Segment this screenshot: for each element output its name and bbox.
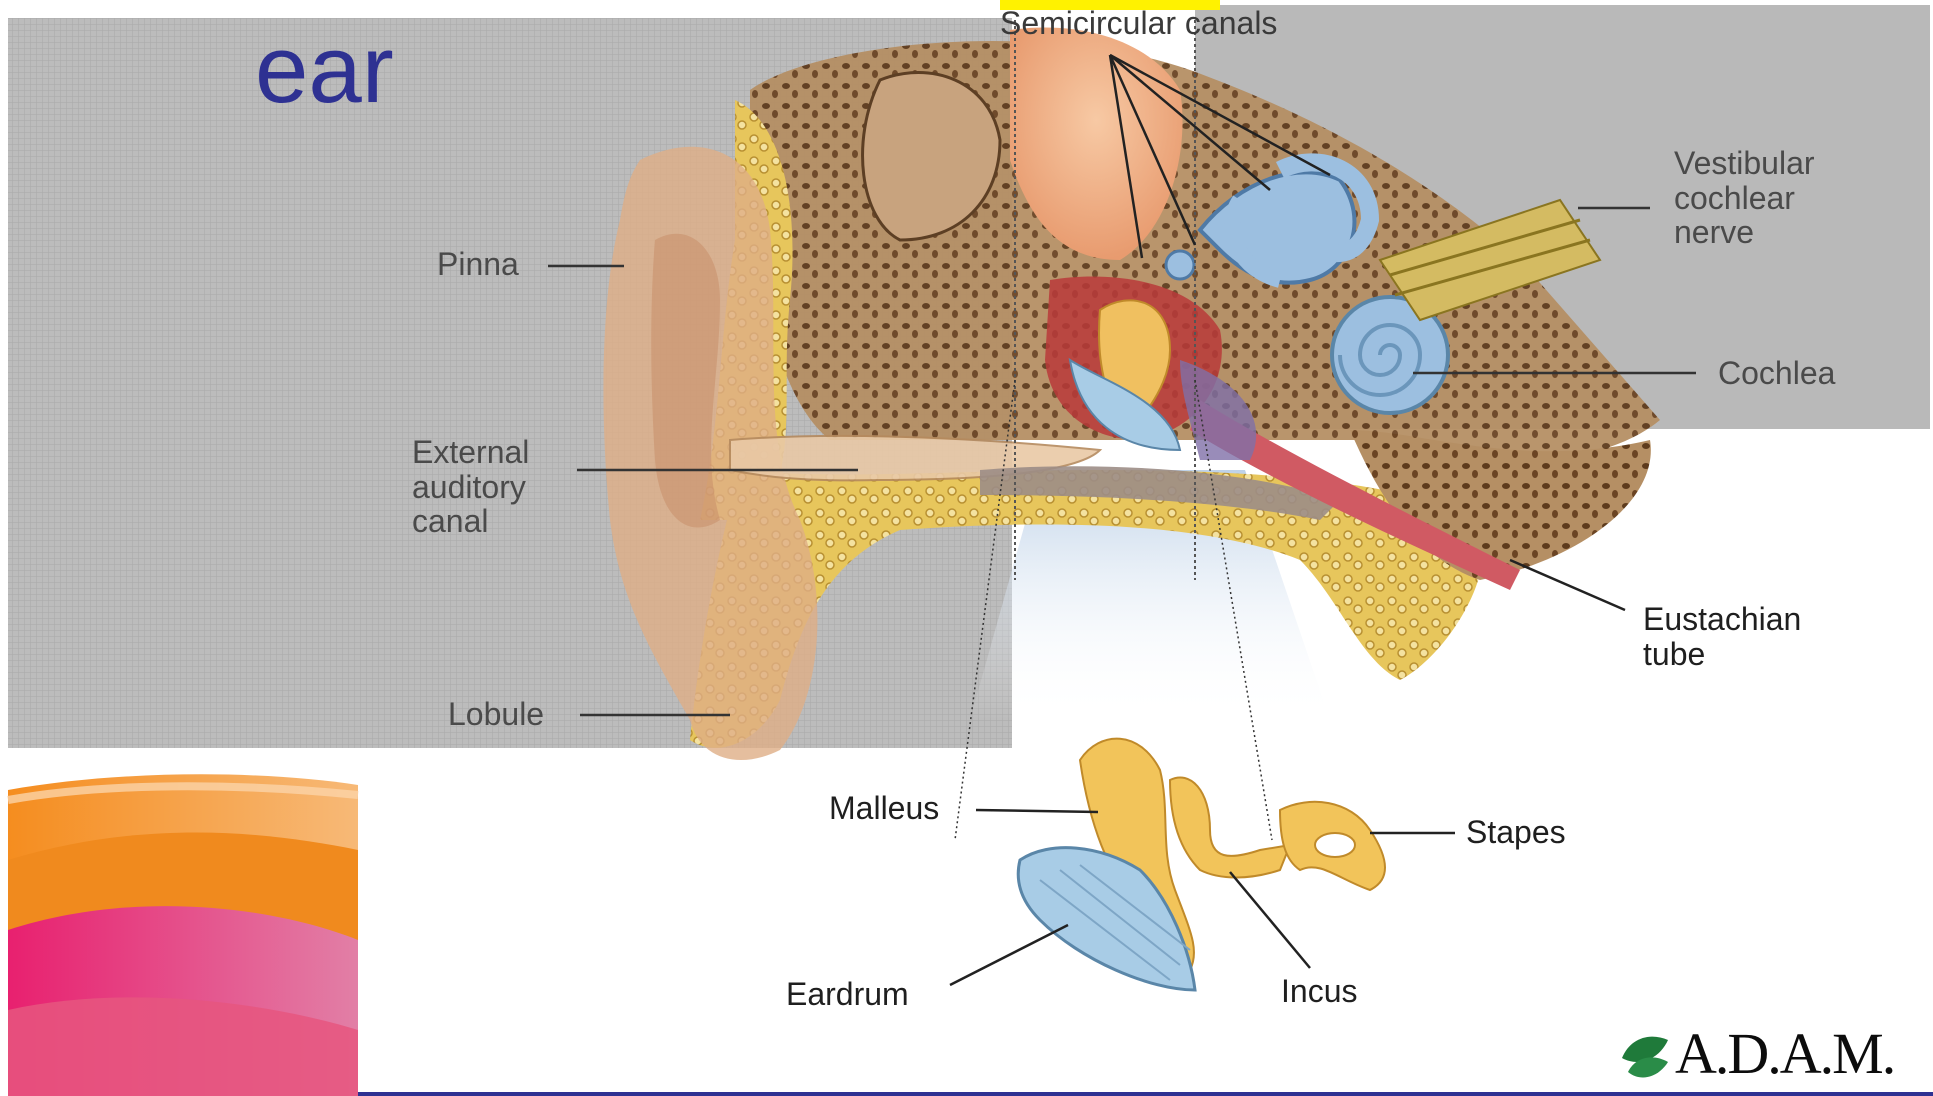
label-vestibular-cochlear-nerve: Vestibular cochlear nerve	[1674, 146, 1815, 250]
label-stapes: Stapes	[1466, 815, 1566, 850]
label-pinna: Pinna	[437, 247, 519, 282]
slide-title: ear	[255, 22, 394, 118]
label-line: Vestibular	[1674, 146, 1815, 181]
label-line: tube	[1643, 637, 1801, 672]
label-external-auditory-canal: External auditory canal	[412, 435, 529, 539]
label-line: Eustachian	[1643, 602, 1801, 637]
label-line: External	[412, 435, 529, 470]
label-malleus: Malleus	[829, 791, 939, 826]
label-eardrum: Eardrum	[786, 977, 909, 1012]
label-incus: Incus	[1281, 974, 1357, 1009]
label-lobule: Lobule	[448, 697, 544, 732]
label-line: cochlear	[1674, 181, 1815, 216]
label-semicircular-canals: Semicircular canals	[1000, 6, 1277, 41]
label-line: auditory	[412, 470, 529, 505]
label-line: nerve	[1674, 215, 1815, 250]
adam-logo: A.D.A.M.	[1675, 1025, 1894, 1083]
label-line: canal	[412, 504, 529, 539]
adam-leaf-icon	[1622, 1037, 1668, 1078]
label-eustachian-tube: Eustachian tube	[1643, 602, 1801, 671]
label-cochlea: Cochlea	[1718, 356, 1835, 391]
